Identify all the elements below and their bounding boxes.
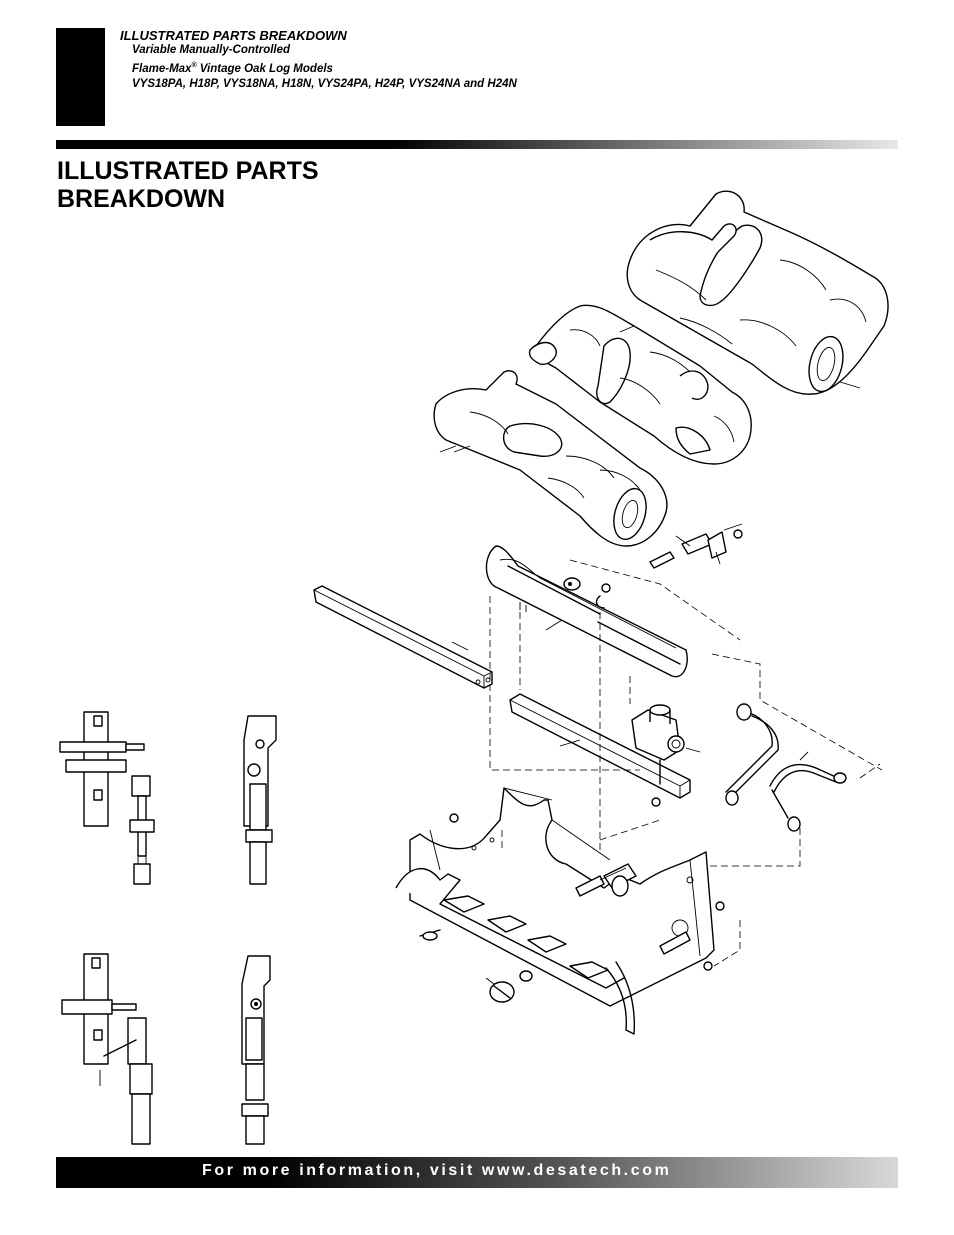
assembly-guide-lines — [489, 559, 883, 967]
grate-front — [395, 867, 636, 1035]
page-title: ILLUSTRATED PARTS BREAKDOWN — [57, 157, 319, 213]
regulator — [631, 704, 685, 785]
pilot-detail-2 — [243, 715, 277, 885]
page-title-line1: ILLUSTRATED PARTS — [57, 157, 319, 185]
header-model-list: VYS18PA, H18P, VYS18NA, H18N, VYS24PA, H… — [132, 77, 517, 90]
page-title-line2: BREAKDOWN — [57, 185, 226, 213]
header-gradient-rule — [56, 140, 898, 149]
section-tab-marker — [56, 28, 105, 126]
pilot-assembly-top — [649, 523, 743, 569]
middle-log — [528, 304, 752, 465]
product-line: Vintage Oak Log Models — [196, 62, 333, 75]
leader-lines — [429, 325, 809, 985]
footer-bar: For more information, visit www.desatech… — [56, 1157, 898, 1188]
main-burner — [485, 545, 688, 678]
rear-log — [626, 190, 889, 395]
pilot-assembly-lower — [419, 863, 637, 941]
pilot-detail-1 — [59, 711, 155, 885]
running-header: ILLUSTRATED PARTS BREAKDOWN Variable Man… — [120, 28, 517, 92]
front-log — [433, 370, 668, 547]
registered-mark: ® — [191, 62, 197, 69]
header-section-title: ILLUSTRATED PARTS BREAKDOWN — [120, 28, 347, 43]
brand-name: Flame-Max — [132, 62, 192, 75]
control-knob — [489, 970, 533, 1003]
burner-base — [409, 787, 715, 1007]
footer-website-text: For more information, visit www.desatech… — [202, 1162, 672, 1179]
header-subtitle-line2: Flame-Max® Vintage Oak Log Models — [120, 58, 517, 77]
shield-bar — [313, 585, 493, 689]
pilot-detail-3 — [61, 953, 153, 1145]
pilot-detail-4 — [241, 955, 271, 1145]
header-subtitle-line1: Variable Manually-Controlled — [132, 44, 291, 56]
screws — [449, 583, 725, 971]
gas-tubing — [725, 703, 847, 832]
